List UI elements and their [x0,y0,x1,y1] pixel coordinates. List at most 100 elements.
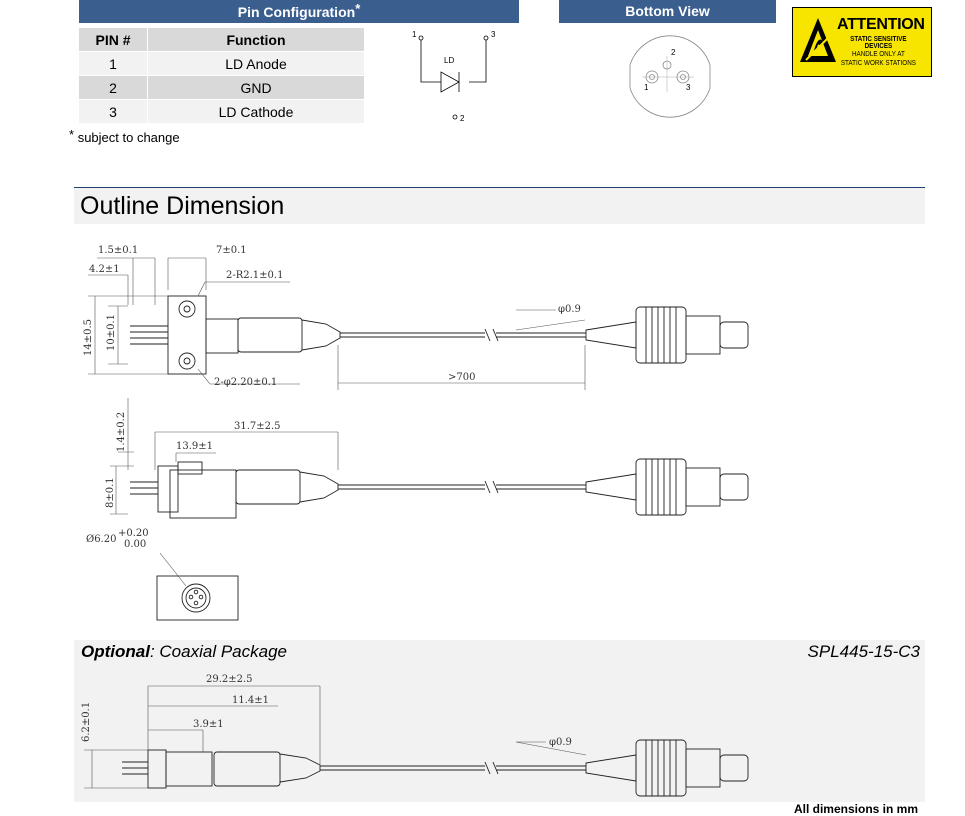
optional-label-bold: Optional [81,642,150,661]
side-boot [299,471,339,503]
front-flange [156,575,239,621]
dim-13-9: 13.9±1 [176,441,213,452]
function-column-header: Function [147,28,364,52]
dim-lines-top [88,257,586,390]
schematic-pin2-dot [452,114,458,120]
schematic-pin2-label: 2 [460,114,465,123]
dim-lines-coax [84,685,587,789]
flange-hole-bottom-inner [183,357,191,365]
diode-icon [440,71,460,93]
pin-config-table: PIN # Function 1 LD Anode 2 GND 3 LD Cat… [79,28,364,123]
barrel [237,317,303,353]
side-connector-ridges [645,459,677,515]
note-mark: * [69,127,75,142]
dim-31-7: 31.7±2.5 [234,421,281,432]
dim-3-9: 3.9±1 [193,719,224,730]
side-connector-ferrule [719,473,749,501]
dim-2-phi2-2: 2-φ2.20±0.1 [214,377,277,388]
attention-line-2: HANDLE ONLY AT [851,51,905,58]
part-number: SPL445-15-C3 [807,642,920,661]
outline-title-band [74,188,925,224]
side-view-drawing: 1.4±0.2 31.7±2.5 13.9±1 8±0.1 [105,398,749,519]
bottom-view-drawing: 1 2 3 [629,35,711,118]
dim-coax-phi0-9: φ0.9 [549,737,572,748]
coax-barrel [213,751,281,787]
side-flange-top [177,461,203,475]
flange-hole-top-inner [183,305,191,313]
connector-ferrule [719,321,749,349]
dim-700: >700 [448,372,475,383]
pin-cell: 2 [79,75,148,100]
coax-boot [279,753,321,783]
section-divider [74,187,925,188]
ld-schematic: 1 3 2 LD [412,30,496,123]
optional-band [74,640,925,802]
schematic-pin1-label: 1 [412,30,417,39]
dim-6-2: 6.2±0.1 [81,702,92,742]
bottom-view-header: Bottom View [559,0,776,23]
pin-config-title-mark: * [355,1,361,16]
coax-pins [122,761,148,775]
optional-title: Optional: Coaxial Package [81,642,287,662]
pin-column-header: PIN # [79,28,148,52]
fiber-break [484,328,499,342]
dim-1-4: 1.4±0.2 [116,412,127,452]
side-barrel [235,469,301,505]
dim-10: 10±0.1 [106,314,117,351]
coax-cap [147,749,167,789]
dim-r2-1: 2-R2.1±0.1 [226,270,283,281]
diode-wiring [420,40,487,83]
note-text: subject to change [77,130,180,145]
coax-fiber-break [484,761,499,775]
dim-phi6-2-tol-minus: 0.00 [124,539,146,550]
table-header-row: PIN # Function [79,28,364,52]
dim-lines-side [110,398,339,515]
pins [130,325,168,345]
front-can-inner [185,587,207,609]
top-view-drawing: 1.5±0.1 4.2±1 7±0.1 2-R2.1±0.1 14±0.5 10… [83,245,749,390]
pin-config-header: Pin Configuration* [79,0,519,23]
bottom-pin1-label: 1 [644,83,649,92]
optional-label-rest: : Coaxial Package [149,642,287,661]
attention-line-1: STATIC SENSITIVE DEVICES [850,36,907,50]
coax-connector-boot [585,754,637,782]
boot-taper [301,319,341,351]
table-row: 2 GND [79,75,364,100]
dim-7: 7±0.1 [216,245,247,256]
coax-connector-body [685,748,721,788]
flange-hole-top [178,300,196,318]
function-cell: LD Anode [147,51,364,76]
front-pin-a [188,594,194,600]
dim-phi0-9: φ0.9 [558,304,581,315]
bottom-view-outline [629,35,711,118]
schematic-pin3-label: 3 [491,30,496,39]
dim-14: 14±0.5 [83,319,94,356]
outline-dimension-title: Outline Dimension [80,192,285,220]
dim-1-5: 1.5±0.1 [98,245,138,256]
bottom-pin2-label: 2 [671,48,676,57]
schematic-ld-label: LD [444,56,454,65]
attention-line-3: STATIC WORK STATIONS [840,60,916,67]
attention-title: ATTENTION [837,16,925,33]
front-pin-b [198,594,204,600]
bottom-pin3-label: 3 [686,83,691,92]
front-can-outer [181,583,211,613]
coax-connector-nut [635,739,687,797]
connector-nut-ridges [645,307,677,363]
pin-config-title: Pin Configuration [237,4,356,20]
function-cell: LD Cathode [147,99,364,123]
side-flange [157,465,179,513]
front-view-drawing: Ø6.20 +0.20 0.00 [86,528,239,621]
front-leader [159,552,187,587]
side-pins [130,481,158,495]
dim-8: 8±0.1 [105,477,116,508]
coax-connector-ferrule [719,754,749,782]
front-pin-c [193,589,199,595]
esd-attention-label: ATTENTION STATIC SENSITIVE DEVICES HANDL… [792,7,932,77]
dim-phi6-2: Ø6.20 [86,534,116,545]
function-cell: GND [147,75,364,100]
front-pin-d [193,600,199,606]
dim-4-2: 4.2±1 [89,264,120,275]
coax-body [165,751,213,787]
